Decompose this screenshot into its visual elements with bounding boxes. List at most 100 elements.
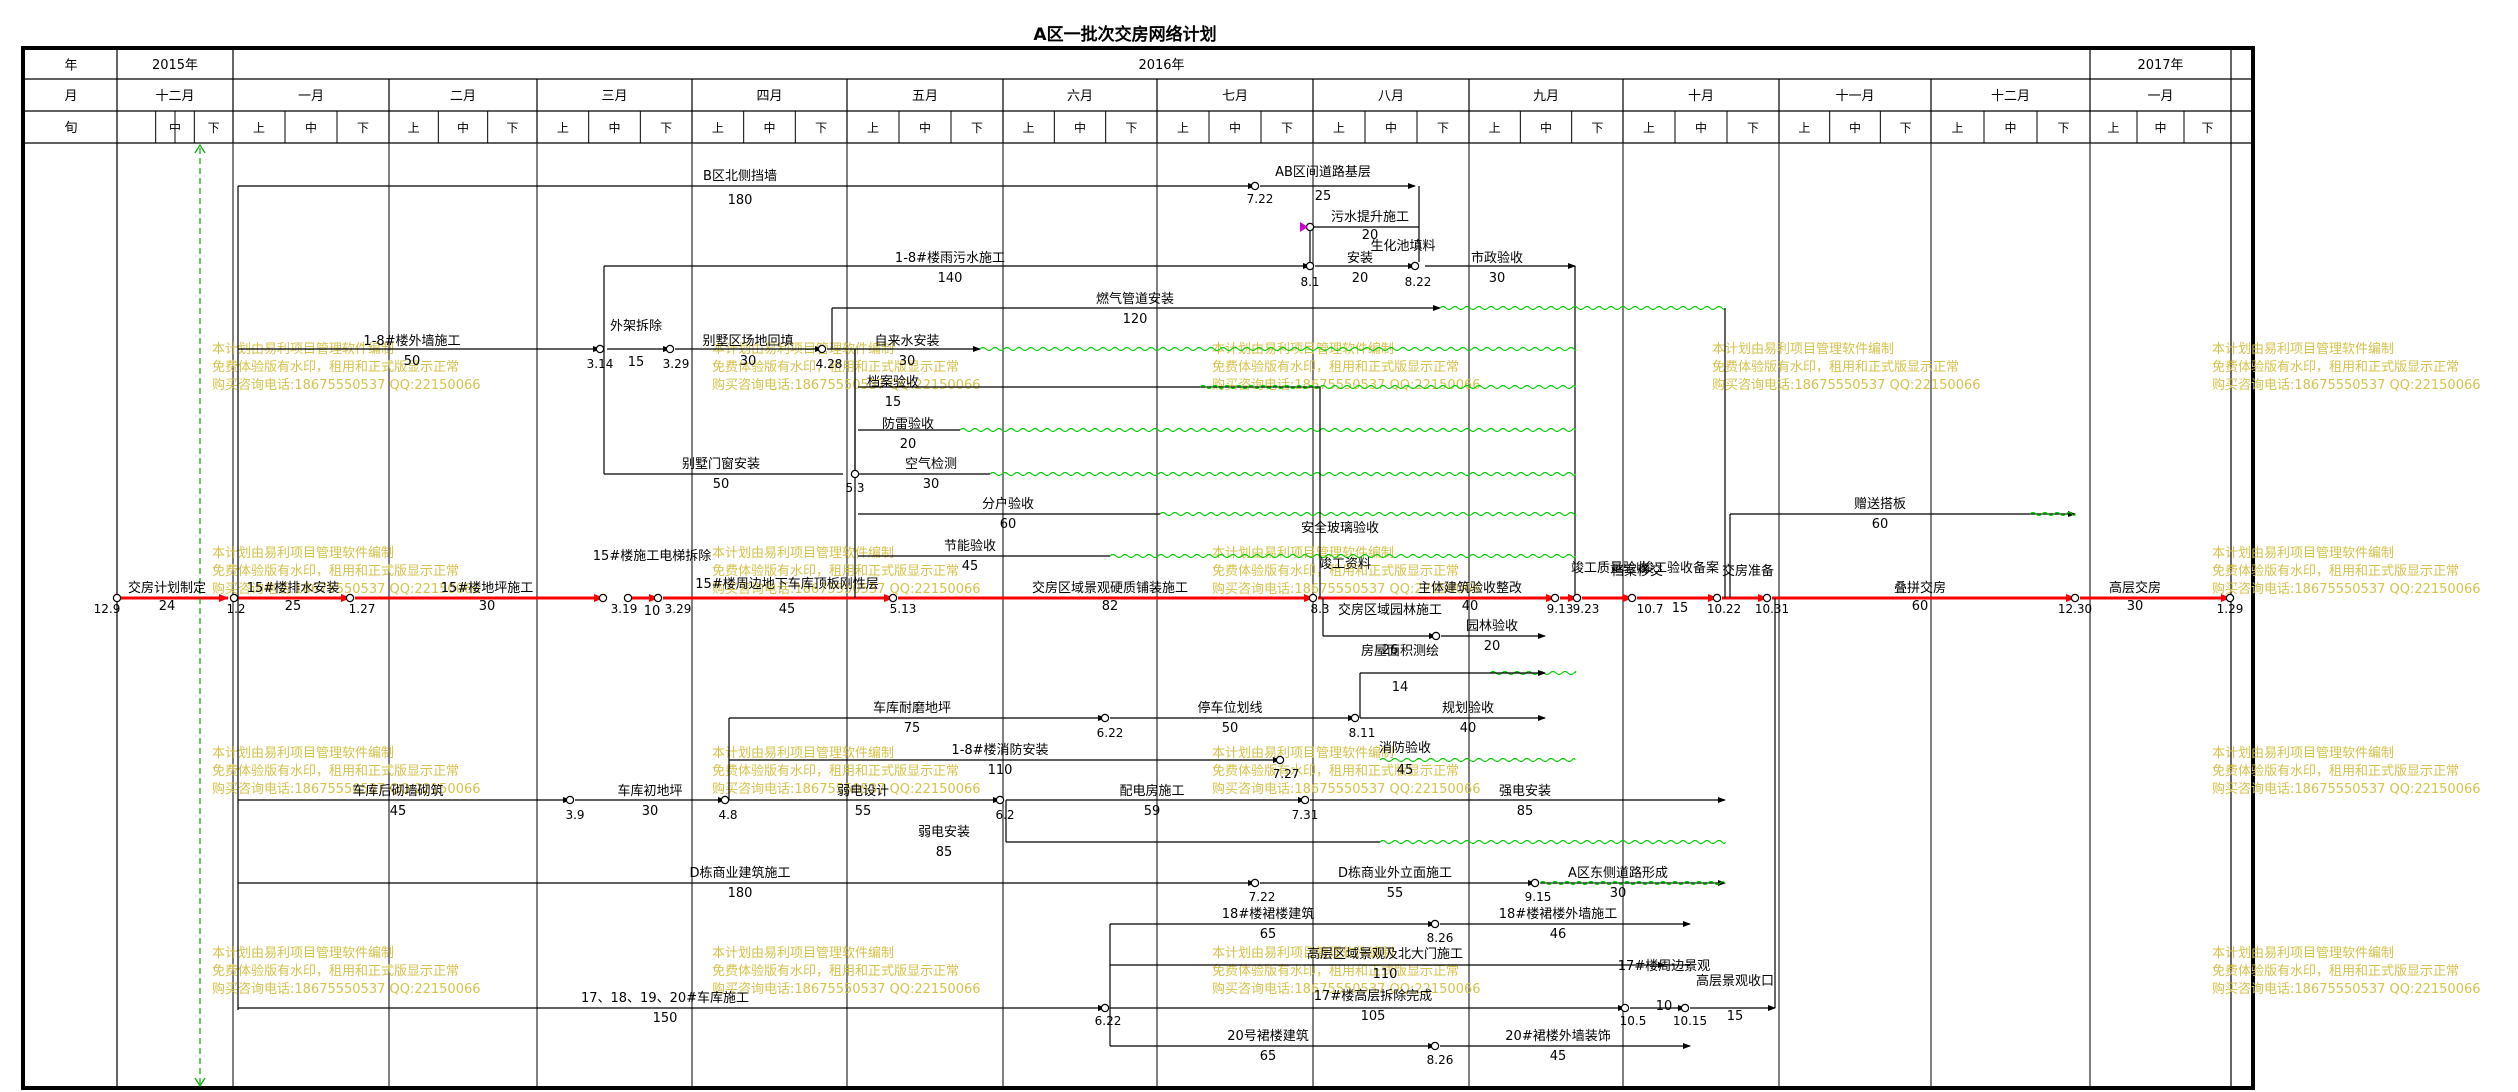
activity-duration: 25 [1315,189,1332,204]
activity-duration: 180 [728,193,753,208]
svg-text:免费体验版有水印，租用和正式版显示正常: 免费体验版有水印，租用和正式版显示正常 [212,359,459,375]
activity-name: 18#楼裙楼外墙施工 [1499,907,1617,922]
activity-name: 交房计划制定 [128,580,206,596]
month-label: 一月 [2147,89,2173,104]
activity-duration: 75 [904,721,921,736]
svg-text:购买咨询电话:18675550537 QQ:22150066: 购买咨询电话:18675550537 QQ:22150066 [712,581,981,597]
activity-duration: 30 [740,354,757,369]
event-node [1305,261,1315,271]
year-label: 2017年 [2137,58,2183,73]
dekad-label: 中 [1849,120,1861,135]
free-float-wave [959,427,1576,433]
dekad-label: 中 [2154,120,2166,135]
event-node [1712,593,1722,603]
svg-text:免费体验版有水印，租用和正式版显示正常: 免费体验版有水印，租用和正式版显示正常 [212,563,459,579]
event-node [2225,593,2235,603]
dekad-label: 中 [1229,120,1241,135]
svg-text:本计划由易利项目管理软件编制: 本计划由易利项目管理软件编制 [1212,946,1394,961]
dekad-gridlines [232,143,2091,1086]
event-date: 9.15 [1525,890,1552,904]
dekad-label: 下 [815,121,827,135]
activity-name: 安装 [1347,251,1373,266]
activity-name: 生化池填料 [1370,239,1435,254]
event-node [1308,593,1318,603]
free-float-wave [2029,511,2076,517]
svg-text:免费体验版有水印，租用和正式版显示正常: 免费体验版有水印，租用和正式版显示正常 [712,359,959,375]
activity-duration: 15 [1727,1009,1744,1024]
svg-text:免费体验版有水印，租用和正式版显示正常: 免费体验版有水印，租用和正式版显示正常 [212,763,459,779]
dekad-label: 中 [608,120,620,135]
activity-name: 15#楼周边地下车库顶板刚性层 [695,576,878,592]
activity-duration: 20 [1484,639,1501,654]
header-row-label: 旬 [64,121,77,136]
month-label: 十一月 [1835,89,1874,104]
event-date: 10.7 [1637,602,1664,616]
activity-duration: 65 [1260,1049,1277,1064]
activity-duration: 60 [1000,517,1017,532]
event-date: 6.22 [1095,1014,1122,1028]
watermark: 本计划由易利项目管理软件编制免费体验版有水印，租用和正式版显示正常购买咨询电话:… [212,546,481,597]
svg-text:本计划由易利项目管理软件编制: 本计划由易利项目管理软件编制 [2212,746,2394,761]
activity-name: 交房区域景观硬质铺装施工 [1032,580,1188,596]
diagram-title: A区一批次交房网络计划 [1033,24,1216,45]
event-date: 1.27 [349,602,376,616]
header-row-label: 月 [64,89,77,104]
month-label: 十二月 [1991,89,2030,104]
svg-text:免费体验版有水印，租用和正式版显示正常: 免费体验版有水印，租用和正式版显示正常 [1212,763,1459,779]
dekad-label: 中 [457,120,469,135]
activity-name: 叠拼交房 [1894,580,1946,596]
event-nodes [112,181,2235,1051]
svg-text:本计划由易利项目管理软件编制: 本计划由易利项目管理软件编制 [2212,546,2394,561]
year-label: 2016年 [1138,58,1184,73]
event-date: 3.9 [565,808,584,822]
event-date: 9.23 [1573,602,1600,616]
dekad-label: 下 [2057,121,2069,135]
svg-text:购买咨询电话:18675550537 QQ:22150066: 购买咨询电话:18675550537 QQ:22150066 [2212,981,2481,997]
event-node [2070,593,2080,603]
dekad-label: 下 [506,121,518,135]
svg-text:本计划由易利项目管理软件编制: 本计划由易利项目管理软件编制 [1712,342,1894,357]
activity-name: AB区间道路基层 [1275,164,1371,180]
dekad-label: 上 [2107,121,2119,135]
activity-name: 18#楼裙楼建筑 [1222,906,1314,922]
event-node [1530,878,1540,888]
activity-duration: 65 [1260,927,1277,942]
activity-name: 别墅区场地回填 [702,334,793,349]
dekad-label: 下 [660,121,672,135]
svg-text:购买咨询电话:18675550537 QQ:22150066: 购买咨询电话:18675550537 QQ:22150066 [1212,981,1481,997]
activity-name: D栋商业外立面施工 [1338,865,1452,881]
watermark-layer: 本计划由易利项目管理软件编制免费体验版有水印，租用和正式版显示正常购买咨询电话:… [212,342,2481,997]
event-date: 12.9 [94,602,121,616]
activity-duration: 150 [653,1011,678,1026]
watermark: 本计划由易利项目管理软件编制免费体验版有水印，租用和正式版显示正常购买咨询电话:… [2212,342,2481,393]
activity-duration: 60 [1912,599,1929,614]
event-node [1572,593,1582,603]
dekad-label: 上 [867,121,879,135]
activity-name: 高层景观收口 [1696,973,1774,989]
event-node [1100,713,1110,723]
dekad-label: 上 [1489,121,1501,135]
watermark: 本计划由易利项目管理软件编制免费体验版有水印，租用和正式版显示正常购买咨询电话:… [1212,746,1481,797]
activity-duration: 46 [1550,927,1567,942]
activity-name: 配电房施工 [1119,783,1184,799]
svg-text:免费体验版有水印，租用和正式版显示正常: 免费体验版有水印，租用和正式版显示正常 [1212,963,1459,979]
header-row-label: 年 [64,59,77,74]
activity-name: 竣工质量验收 [1571,560,1649,576]
dekad-label: 上 [253,121,265,135]
svg-text:购买咨询电话:18675550537 QQ:22150066: 购买咨询电话:18675550537 QQ:22150066 [212,377,481,393]
event-date: 7.22 [1247,192,1274,206]
dekad-label: 中 [1074,120,1086,135]
event-date: 10.31 [1755,602,1789,616]
event-node [595,344,605,354]
event-date: 8.11 [1349,726,1376,740]
dekad-label: 中 [1540,120,1552,135]
activity-duration: 40 [1462,599,1479,614]
dekad-label: 上 [1023,121,1035,135]
event-date: 3.29 [665,602,692,616]
svg-text:购买咨询电话:18675550537 QQ:22150066: 购买咨询电话:18675550537 QQ:22150066 [212,781,481,797]
event-node [1550,593,1560,603]
activity-name: 别墅门窗安装 [682,456,760,472]
activity-name: 17#楼周边景观 [1618,959,1710,974]
activity-duration: 55 [1387,886,1404,901]
